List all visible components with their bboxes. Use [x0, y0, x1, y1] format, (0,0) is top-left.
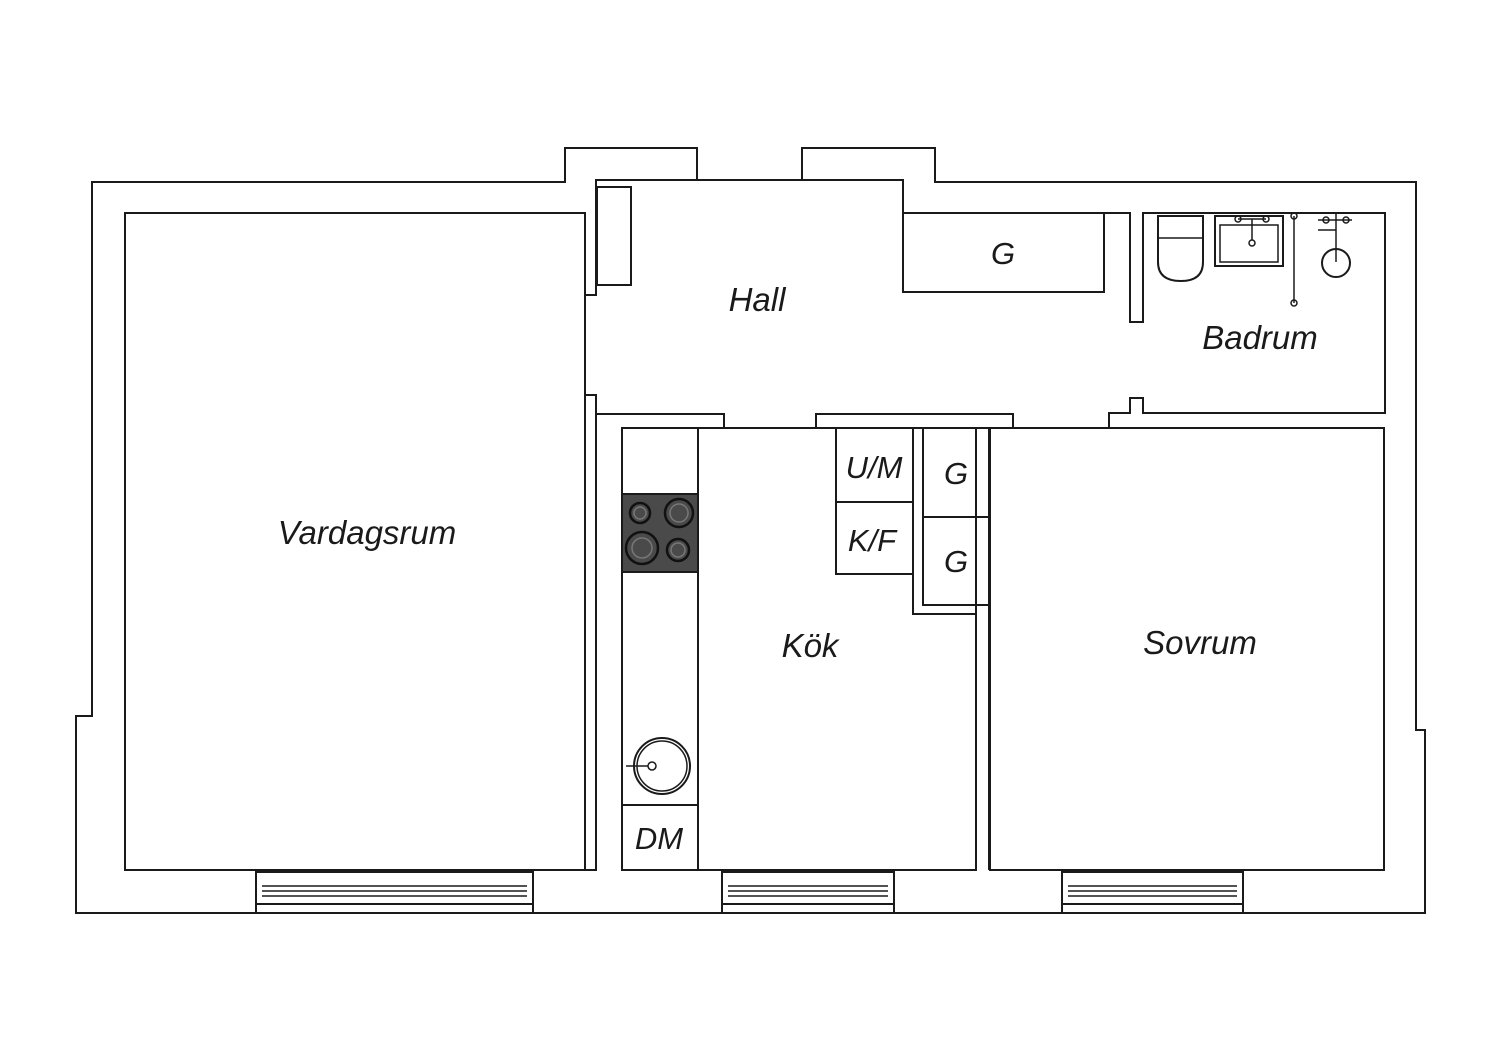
room-label-sovrum: Sovrum: [1143, 624, 1257, 661]
label-dm: DM: [635, 821, 683, 856]
window-sovrum: [1061, 871, 1244, 914]
window-kok: [721, 871, 895, 914]
label-closet-1: G: [944, 456, 968, 491]
label-um: U/M: [846, 450, 903, 485]
hall-floor: [584, 179, 1386, 429]
toilet-icon: [1157, 215, 1204, 283]
kitchen-counter: [621, 427, 699, 871]
label-kf: K/F: [848, 523, 898, 558]
room-label-vardagsrum: Vardagsrum: [278, 514, 457, 551]
sink-icon: [626, 737, 691, 795]
room-label-kok: Kök: [782, 627, 840, 664]
room-label-hall: Hall: [729, 281, 788, 318]
hall-shelf: [596, 186, 632, 286]
label-closet-hall: G: [991, 236, 1015, 271]
window-vardagsrum: [255, 871, 534, 914]
bathroom-sink-icon: [1214, 215, 1284, 267]
kf-unit: [835, 501, 914, 575]
room-label-badrum: Badrum: [1202, 319, 1318, 356]
label-closet-2: G: [944, 544, 968, 579]
shower-icon: [1290, 212, 1352, 307]
